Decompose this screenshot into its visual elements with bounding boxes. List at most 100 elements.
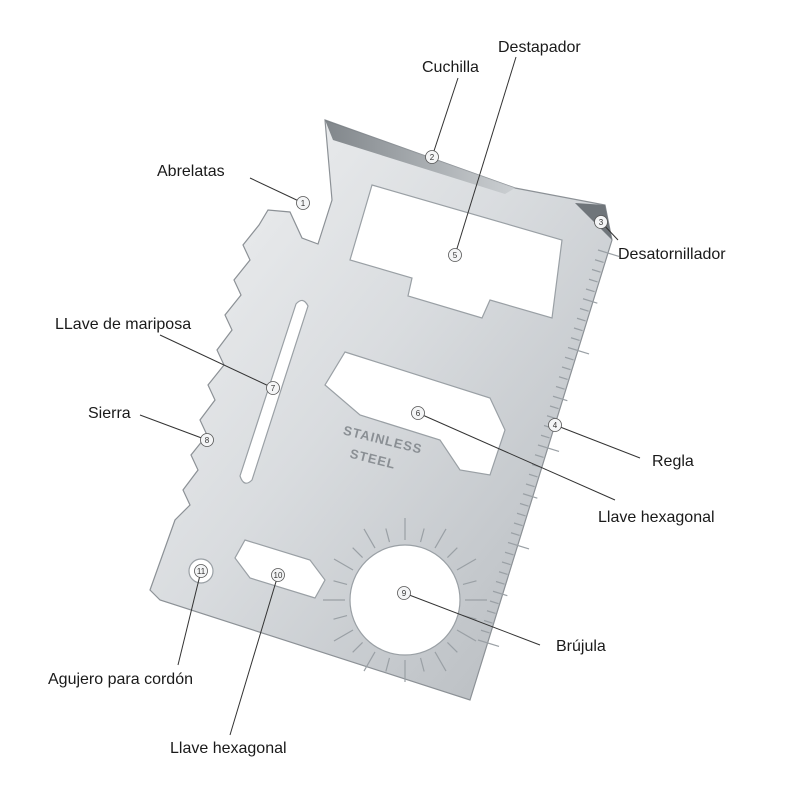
ruler-tick: [519, 502, 529, 507]
ruler-tick: [492, 590, 508, 597]
compass-ticks: [323, 518, 487, 682]
ruler-tick: [504, 551, 514, 556]
ruler-tick: [549, 405, 559, 410]
callout-label: Llave hexagonal: [598, 509, 715, 526]
ruler-tick: [513, 522, 523, 527]
compass-tick: [456, 558, 477, 571]
callout-label: Agujero para cordón: [48, 671, 193, 688]
callout-label: Brújula: [556, 638, 606, 655]
callout-label: Destapador: [498, 39, 581, 56]
callout-marker: [425, 150, 439, 164]
leader-line: [417, 412, 616, 501]
ruler-tick: [516, 512, 526, 517]
compass-tick: [462, 580, 477, 586]
compass-tick: [333, 629, 354, 642]
callout-number: 7: [271, 384, 276, 393]
ruler-tick: [507, 541, 530, 550]
ruler-tick: [483, 619, 493, 624]
ruler-tick: [576, 317, 586, 322]
ruler-tick: [477, 639, 500, 648]
callout-marker: [594, 215, 608, 229]
compass-tick: [333, 580, 348, 586]
callout-number: 4: [553, 421, 558, 430]
compass-tick: [333, 614, 348, 620]
ruler-tick: [534, 454, 544, 458]
ruler-tick: [582, 298, 598, 304]
compass-tick: [352, 642, 363, 653]
screwdriver-tip: [575, 203, 612, 240]
callout-c2: 2 Cuchilla: [422, 59, 479, 164]
leader-line: [454, 56, 517, 256]
ruler-tick: [495, 580, 505, 585]
callout-label: Abrelatas: [157, 163, 225, 180]
callout-number: 3: [599, 218, 604, 227]
ruler-tick: [546, 415, 556, 419]
ruler-tick: [594, 259, 604, 263]
callout-number: 9: [402, 589, 407, 598]
compass-tick: [456, 629, 477, 642]
callout-c7: 7 LLave de mariposa: [55, 316, 280, 395]
ruler-tick: [573, 327, 583, 332]
callout-marker: [448, 248, 462, 262]
ruler-tick: [540, 434, 550, 439]
ruler-tick: [498, 571, 508, 575]
ruler-tick: [522, 493, 538, 499]
ruler-tick: [525, 483, 535, 488]
ruler-tick: [480, 629, 490, 634]
ruler-tick: [567, 346, 590, 355]
callout-number: 5: [453, 251, 458, 260]
callout-label: Llave hexagonal: [170, 740, 287, 757]
compass-tick: [385, 657, 391, 672]
ruler-tick: [591, 268, 601, 273]
callout-marker: [266, 381, 280, 395]
ruler-tick: [564, 356, 574, 361]
ruler-tick: [558, 376, 568, 380]
callout-c1: 1 Abrelatas: [157, 163, 310, 210]
leader-line: [249, 177, 304, 204]
ruler-tick: [486, 610, 496, 614]
ruler-tick: [528, 473, 538, 478]
callout-marker: [271, 568, 285, 582]
ruler-tick: [489, 600, 499, 605]
callout-label: Cuchilla: [422, 59, 479, 76]
callout-number: 2: [430, 153, 435, 162]
ruler-tick: [501, 561, 511, 566]
compass-tick: [363, 528, 376, 549]
compass-tick: [385, 528, 391, 543]
callout-label: Desatornillador: [618, 246, 726, 263]
callout-label: Sierra: [88, 405, 131, 422]
ruler-tick: [510, 532, 520, 536]
callout-c5: 5 Destapador: [448, 39, 581, 262]
leader-line: [139, 414, 208, 441]
compass-tick: [419, 657, 425, 672]
compass-tick: [434, 651, 447, 672]
leader-line: [229, 574, 279, 736]
ruler-tick: [579, 307, 589, 312]
compass-tick: [363, 651, 376, 672]
callout-label: Regla: [652, 453, 694, 470]
callout-marker: [296, 196, 310, 210]
callout-marker: [194, 564, 208, 578]
ruler-tick: [588, 278, 598, 283]
ruler-tick: [585, 288, 595, 293]
blade-edge: [325, 120, 515, 194]
callout-marker: [200, 433, 214, 447]
callout-marker: [411, 406, 425, 420]
callout-number: 1: [301, 199, 306, 208]
compass-tick: [447, 547, 458, 558]
compass-tick: [352, 547, 363, 558]
callout-number: 6: [416, 409, 421, 418]
callout-number: 11: [197, 567, 206, 576]
compass-tick: [434, 528, 447, 549]
callout-label: LLave de mariposa: [55, 316, 191, 333]
leader-line: [159, 334, 274, 389]
ruler-tick: [555, 385, 565, 390]
